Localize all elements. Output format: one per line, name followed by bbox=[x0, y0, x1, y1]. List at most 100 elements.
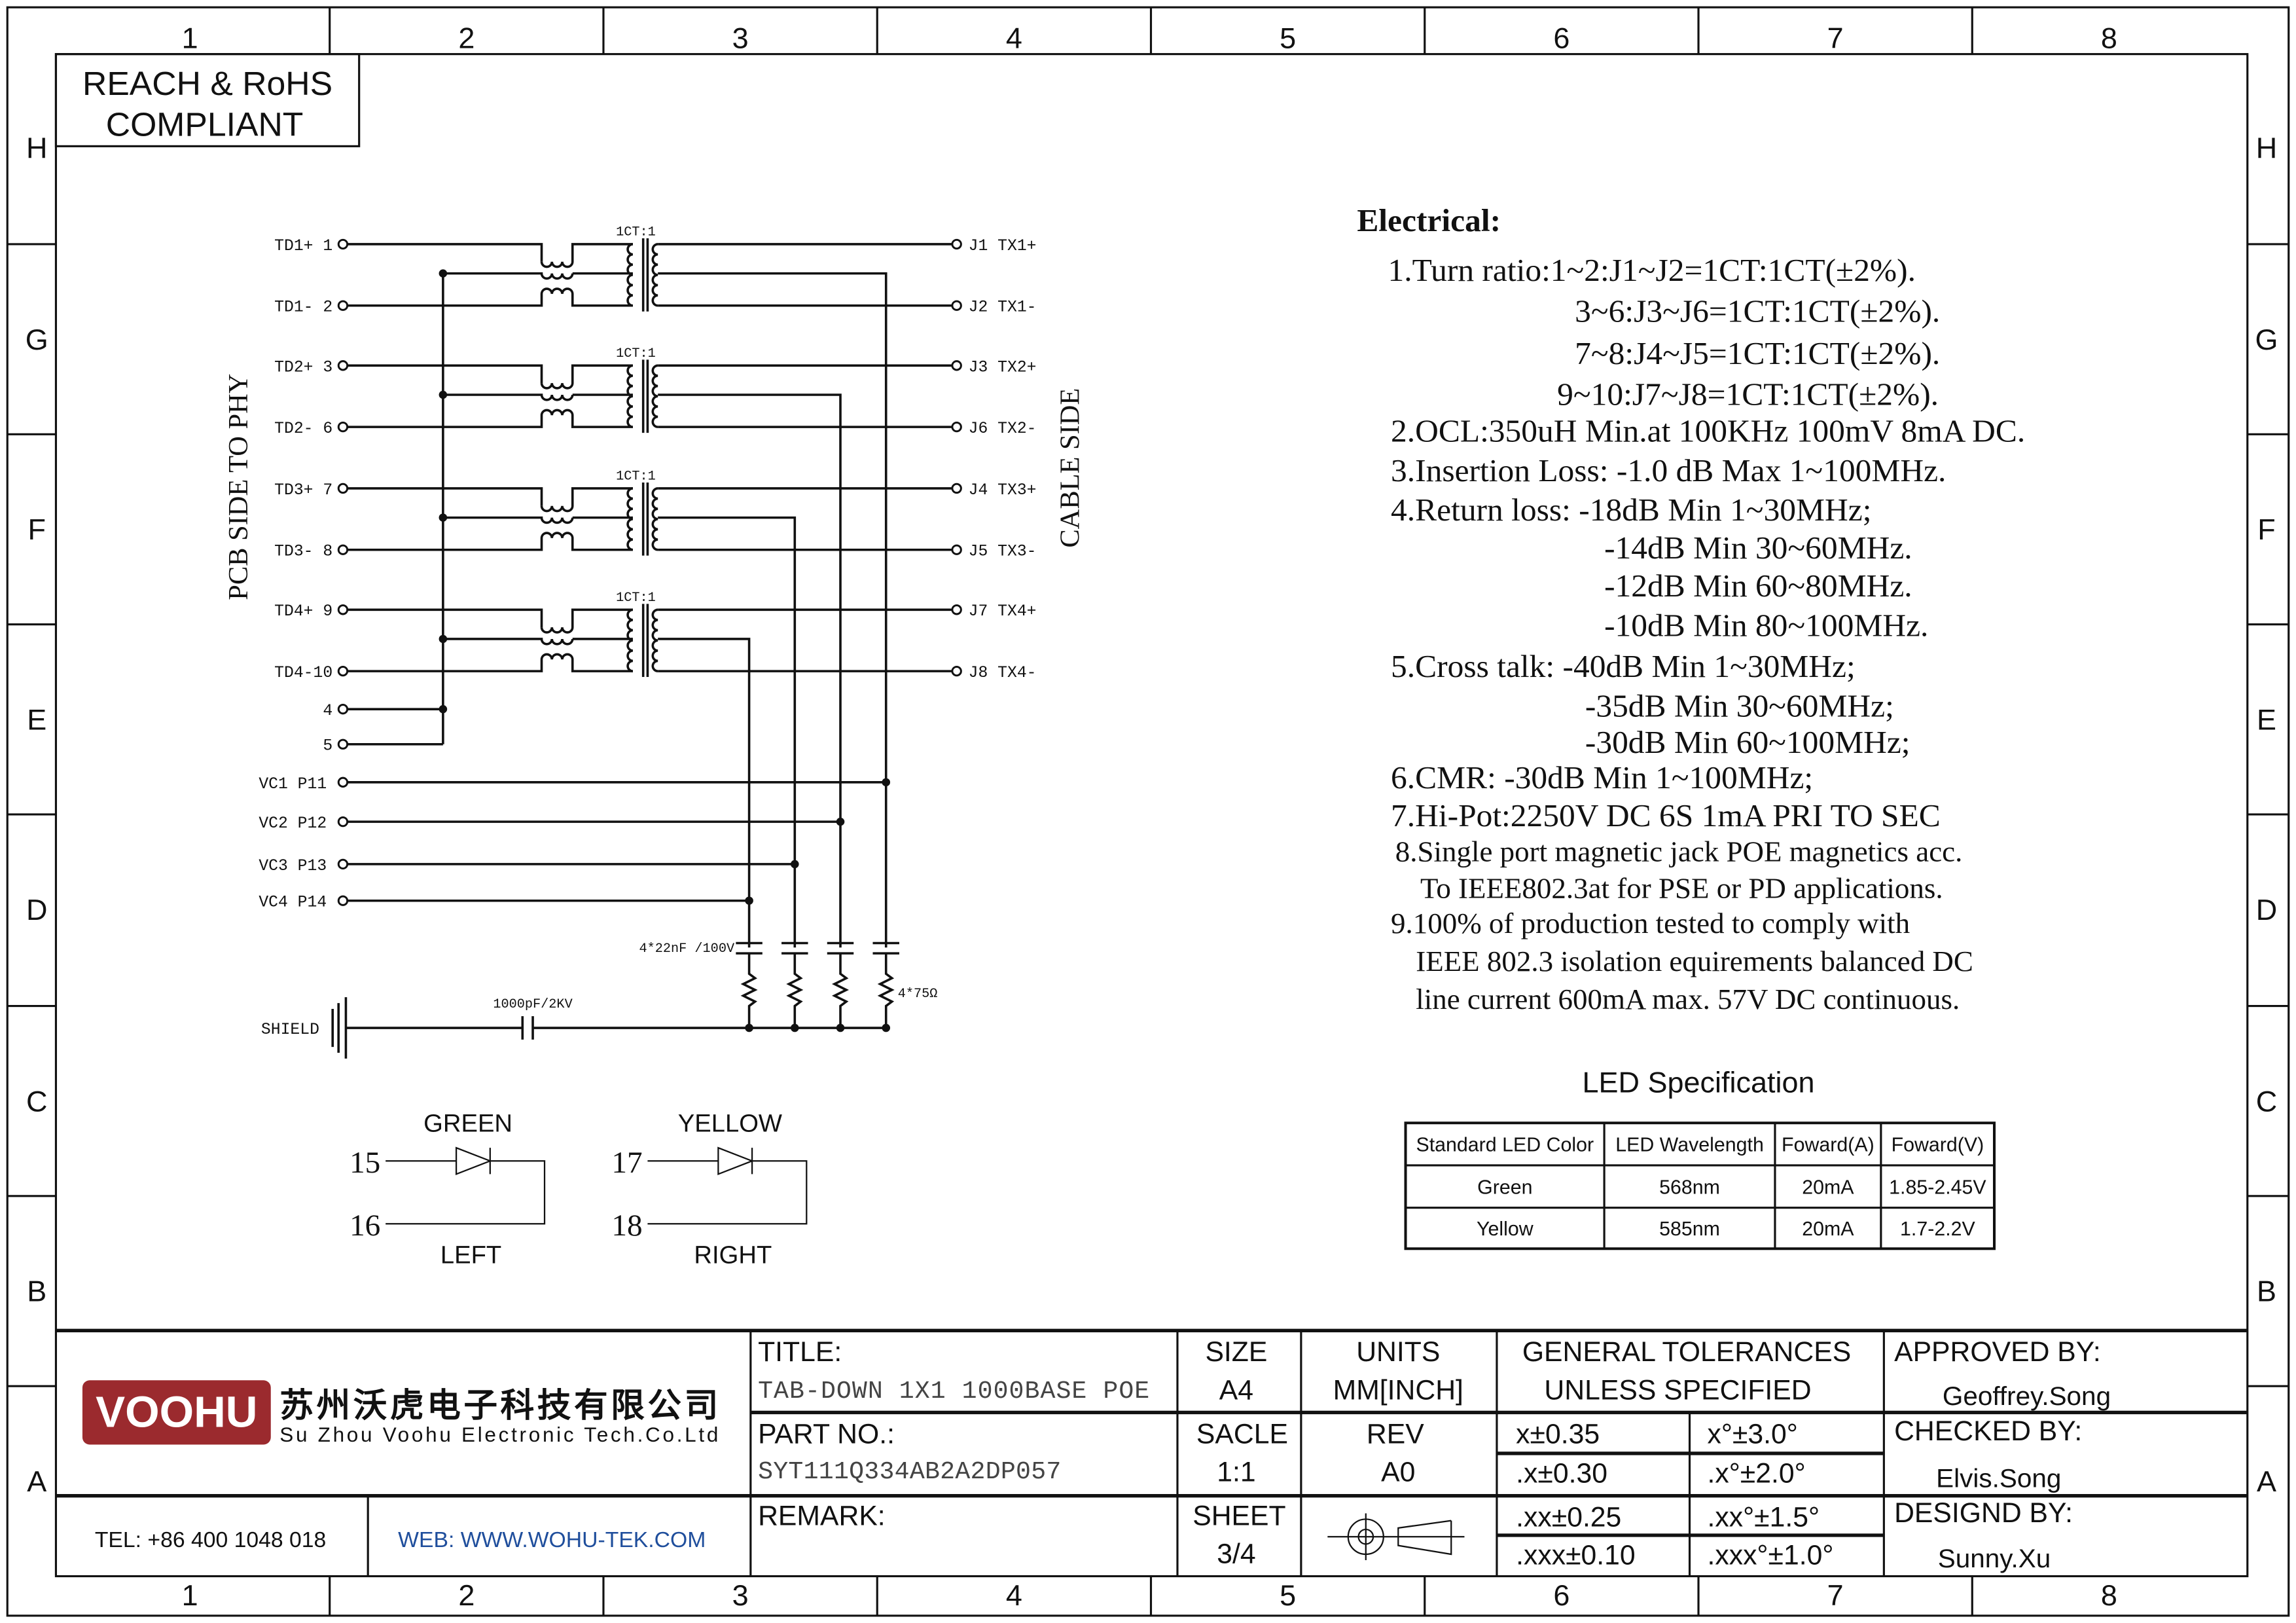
led-pin-number: 16 bbox=[350, 1209, 380, 1243]
led-pin-number: 18 bbox=[611, 1209, 642, 1243]
transformer-ratio-label: 1CT:1 bbox=[616, 346, 656, 361]
wire bbox=[658, 608, 952, 672]
tolerances-label: GENERAL TOLERANCES bbox=[1522, 1336, 1851, 1368]
wire bbox=[658, 487, 952, 551]
row-letter: B bbox=[2257, 1275, 2276, 1308]
resistor bbox=[786, 953, 804, 1029]
pin-terminal bbox=[337, 665, 349, 677]
spec-line: 9.100% of production tested to comply wi… bbox=[1391, 907, 1910, 939]
column-number: 1 bbox=[182, 22, 198, 55]
choke-winding bbox=[442, 516, 633, 524]
row-letter: A bbox=[27, 1465, 46, 1498]
choke-winding bbox=[442, 272, 633, 280]
transformer-core bbox=[641, 604, 649, 678]
pin-label: J4 TX3+ bbox=[969, 481, 1037, 500]
table-border bbox=[1404, 1122, 1996, 1250]
title-block: VOOHU 苏州沃虎电子科技有限公司 Su Zhou Voohu Electro… bbox=[56, 1328, 2248, 1577]
pin-label: TD2- 6 bbox=[274, 420, 332, 438]
table-cell: 1.7-2.2V bbox=[1900, 1218, 1976, 1240]
projection-symbol-icon bbox=[1327, 1513, 1465, 1560]
transformer-core bbox=[641, 359, 649, 433]
shield-label: SHIELD bbox=[261, 1021, 319, 1039]
led-pin-number: 15 bbox=[350, 1146, 380, 1180]
approved-label: APPROVED BY: bbox=[1894, 1336, 2101, 1368]
compliance-line-2: COMPLIANT bbox=[106, 105, 304, 143]
choke-winding bbox=[442, 638, 633, 646]
angular-tolerance: .x°±2.0° bbox=[1708, 1458, 1806, 1489]
table-cell: 20mA bbox=[1802, 1177, 1854, 1199]
table-header-cell: Standard LED Color bbox=[1416, 1135, 1594, 1156]
title-value: TAB-DOWN 1X1 1000BASE POE bbox=[758, 1377, 1149, 1406]
center-tap-wire bbox=[658, 393, 842, 948]
junction-dot bbox=[745, 896, 753, 905]
center-tap-wire bbox=[658, 638, 751, 948]
company-logo: VOOHU bbox=[82, 1380, 271, 1445]
row-letter: D bbox=[26, 894, 47, 926]
column-number: 5 bbox=[1280, 1579, 1296, 1612]
shield-capacitor bbox=[346, 1016, 886, 1040]
choke-winding bbox=[540, 487, 633, 513]
row-letter: E bbox=[27, 704, 46, 737]
transformer-ratio-label: 1CT:1 bbox=[616, 225, 656, 240]
compliance-line-1: REACH & RoHS bbox=[82, 64, 332, 102]
website-link[interactable]: WEB: WWW.WOHU-TEK.COM bbox=[398, 1528, 706, 1552]
pin-terminal bbox=[337, 300, 349, 311]
pin-terminal bbox=[337, 895, 349, 906]
pin-label: J8 TX4- bbox=[969, 664, 1037, 682]
table-cell: 1.85-2.45V bbox=[1889, 1177, 1986, 1199]
pin-terminal bbox=[951, 665, 962, 677]
pcb-side-label: PCB SIDE TO PHY bbox=[223, 374, 254, 600]
linear-tolerance: .xx±0.25 bbox=[1516, 1502, 1621, 1533]
column-number: 6 bbox=[1553, 22, 1570, 55]
pin-terminal bbox=[337, 483, 349, 494]
pin-label: VC2 P12 bbox=[259, 814, 327, 833]
choke-winding bbox=[347, 532, 633, 551]
resistor bbox=[832, 953, 850, 1029]
linear-tolerance: x±0.35 bbox=[1516, 1418, 1600, 1450]
pin-label: VC1 P11 bbox=[259, 775, 327, 793]
primary-winding bbox=[626, 487, 634, 551]
column-number: 1 bbox=[182, 1579, 198, 1612]
wire bbox=[347, 243, 543, 262]
row-letter: F bbox=[2257, 513, 2275, 546]
spec-line: 8.Single port magnetic jack POE magnetic… bbox=[1395, 835, 1963, 868]
table-cell: 585nm bbox=[1659, 1218, 1720, 1240]
sheet-value: 3/4 bbox=[1217, 1539, 1255, 1570]
remark-label: REMARK: bbox=[758, 1500, 886, 1531]
pin-terminal bbox=[951, 483, 962, 494]
choke-winding bbox=[540, 364, 633, 390]
column-number: 6 bbox=[1553, 1579, 1570, 1612]
transformer-core bbox=[641, 238, 649, 312]
junction-dot bbox=[791, 860, 799, 869]
pin-terminal bbox=[337, 421, 349, 433]
spec-line: 3.Insertion Loss: -1.0 dB Max 1~100MHz. bbox=[1391, 452, 1946, 488]
pin-terminal bbox=[337, 776, 349, 788]
pin-label: TD3+ 7 bbox=[274, 481, 332, 500]
outer-border bbox=[6, 6, 2290, 1617]
electrical-heading: Electrical: bbox=[1357, 202, 1501, 238]
spec-line: 9~10:J7~J8=1CT:1CT(±2%). bbox=[1557, 376, 1939, 412]
size-value: A4 bbox=[1219, 1374, 1253, 1406]
column-number: 3 bbox=[732, 1579, 749, 1612]
junction-dot bbox=[439, 704, 448, 714]
title-label: TITLE: bbox=[758, 1336, 842, 1368]
scale-value: 1:1 bbox=[1217, 1456, 1255, 1487]
secondary-winding bbox=[651, 364, 658, 428]
led-position-label: RIGHT bbox=[694, 1242, 772, 1269]
resistor-label: 4*75Ω bbox=[898, 987, 938, 1002]
pin-terminal bbox=[337, 544, 349, 555]
spec-line: line current 600mA max. 57V DC continuou… bbox=[1416, 983, 1960, 1015]
pin-label: VC4 P14 bbox=[259, 894, 327, 912]
choke-winding bbox=[347, 409, 633, 428]
junction-dot bbox=[836, 817, 845, 826]
table-cell: Green bbox=[1477, 1177, 1532, 1199]
electrical-spec: Electrical: 1.Turn ratio:1~2:J1~J2=1CT:1… bbox=[1357, 202, 2025, 1015]
secondary-winding bbox=[651, 487, 658, 551]
